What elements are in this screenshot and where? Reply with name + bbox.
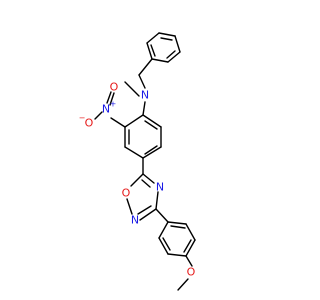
bond: [185, 223, 196, 241]
oxadiazole-ring: [126, 173, 159, 221]
aromatic-bond-inner: [144, 120, 158, 130]
bond: [124, 114, 144, 128]
double-bond-inner: [141, 179, 151, 188]
oxadiazole-nitrogen-top-label: N: [156, 181, 164, 194]
benzyl-phenyl-ring: [146, 32, 181, 63]
double-bond-inner: [137, 205, 152, 215]
bond: [158, 237, 169, 255]
bond-aryl-o: [185, 255, 193, 267]
bond: [167, 51, 181, 63]
nitro-oxygen-double-label: O: [110, 81, 119, 94]
aromatic-bond-inner: [144, 145, 158, 155]
bond: [130, 173, 144, 187]
oxadiazole-nitrogen-bottom-label: N: [131, 214, 139, 227]
bond: [146, 32, 160, 44]
aromatic-bond-inner: [160, 37, 173, 41]
aromatic-bond-inner: [162, 237, 171, 251]
bond: [167, 221, 187, 225]
methoxy-oxygen-label: O: [187, 266, 196, 279]
bond: [142, 173, 155, 184]
aromatic-bond-inner: [166, 50, 176, 59]
bond-nitro-o-double-a: [106, 91, 112, 104]
aromatic-bond-inner: [183, 239, 192, 253]
bond-ch2-n: [138, 74, 146, 89]
bond: [146, 42, 153, 60]
bond-n-aryl: [142, 101, 146, 116]
bond: [158, 221, 169, 239]
bond-nitro-o-single: [94, 111, 103, 120]
bond-benzyl-ch2: [138, 58, 153, 76]
bond: [185, 239, 196, 257]
bond: [155, 191, 159, 210]
oxadiazole-oxygen-label: O: [122, 187, 131, 200]
bond: [139, 208, 157, 221]
nitro-nitrogen-charge: +: [110, 100, 117, 109]
nitro-oxygen-minus-label: O: [85, 117, 94, 130]
methoxyphenyl-ring: [158, 221, 196, 257]
bond-n-methyl: [124, 81, 140, 97]
bond-oxadiazole-aryl: [155, 208, 169, 223]
bond: [142, 146, 162, 159]
nitro-oxygen-minus-charge: −: [79, 114, 86, 123]
bond: [151, 58, 169, 63]
atom-labels: N N + O − O O N N O: [79, 81, 196, 279]
bond: [126, 198, 133, 215]
bond: [142, 114, 162, 128]
bond-o-methyl: [177, 278, 189, 291]
molecule-structure-diagram: N N + O − O O N N O: [79, 32, 196, 291]
amine-nitrogen-label: N: [141, 89, 149, 102]
nitro-nitrogen-label: N: [102, 103, 110, 116]
bond: [167, 253, 187, 257]
aromatic-bond-inner: [170, 225, 186, 229]
bond-ring-nitro: [110, 117, 126, 128]
aromatic-bond-inner: [150, 44, 156, 57]
nitroaniline-ring: [124, 114, 162, 159]
bond: [174, 35, 181, 53]
bond-nitro-o-double-b: [109, 92, 115, 106]
bond: [124, 146, 144, 159]
bond: [158, 32, 176, 37]
